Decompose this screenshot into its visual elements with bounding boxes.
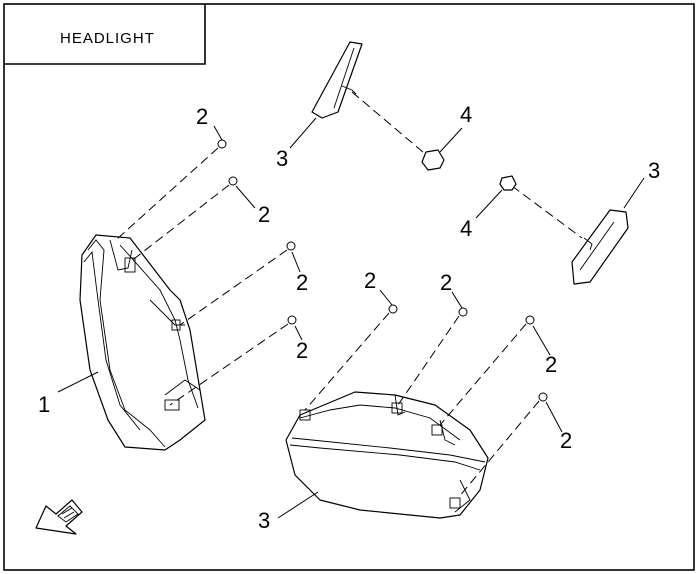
callout-2-f: 2 <box>440 270 452 295</box>
leader-lines <box>57 117 645 519</box>
side-lamp-top-part-3 <box>311 41 431 159</box>
callout-4-top: 4 <box>460 102 472 127</box>
diagram-title: HEADLIGHT <box>60 30 155 47</box>
side-lamp-right-part-3 <box>511 185 629 285</box>
diagram-frame <box>3 3 695 571</box>
callout-2-d: 2 <box>296 338 308 363</box>
callout-3-top: 3 <box>276 146 288 171</box>
callout-2-a: 2 <box>196 104 208 129</box>
callout-2-b: 2 <box>258 202 270 227</box>
callout-4-right: 4 <box>460 216 472 241</box>
front-arrow-icon <box>35 499 83 535</box>
callout-2-e: 2 <box>364 268 376 293</box>
callout-3-bottom: 3 <box>258 508 270 533</box>
callout-2-c: 2 <box>296 270 308 295</box>
nut-part-4-right <box>499 175 517 191</box>
callout-3-right: 3 <box>648 158 660 183</box>
callout-1: 1 <box>38 392 50 417</box>
nut-part-4-top <box>421 149 445 171</box>
headlight-left-part-1 <box>79 234 206 451</box>
headlight-right-part-3 <box>285 391 489 519</box>
title-box: HEADLIGHT <box>4 4 206 65</box>
bolts-part-2 <box>115 139 548 499</box>
callout-2-g: 2 <box>545 352 557 377</box>
callout-2-h: 2 <box>560 428 572 453</box>
